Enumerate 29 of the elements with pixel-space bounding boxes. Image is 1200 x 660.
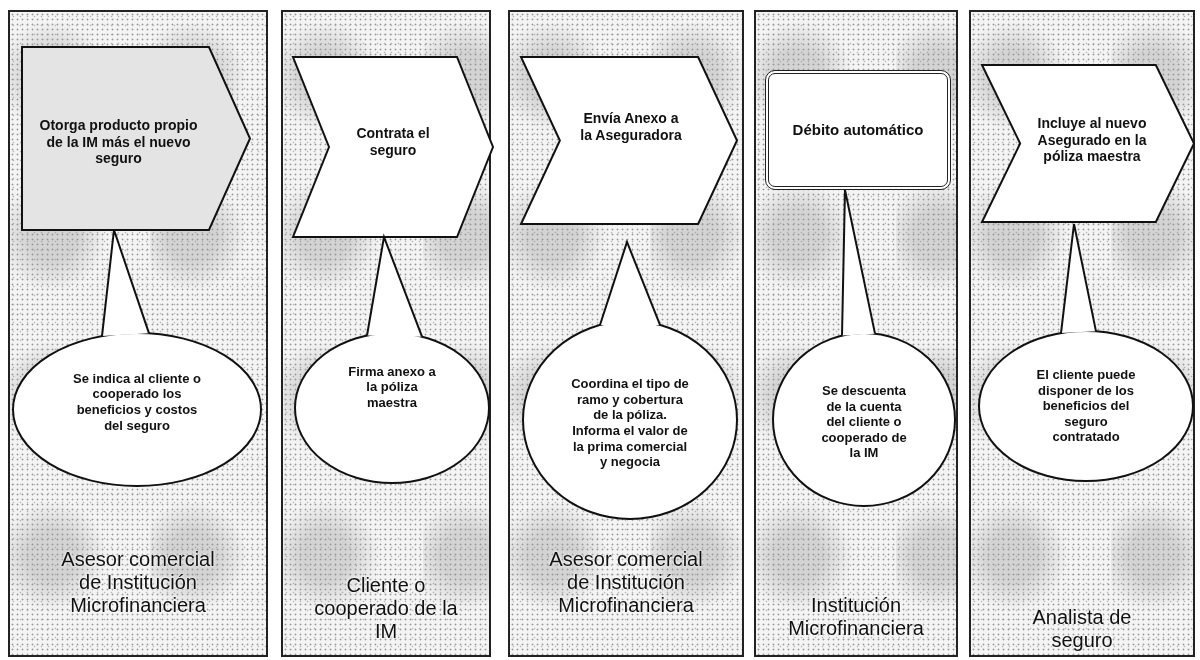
step-text: Contrata el seguro xyxy=(355,124,431,160)
step-text: Firma anexo a la póliza maestra xyxy=(347,362,437,412)
step-text: Débito automático xyxy=(792,121,924,139)
swimlane-column xyxy=(8,10,268,657)
step-text: El cliente puede disponer de los beneficios del seguro contratado xyxy=(1035,366,1137,447)
role-label: Cliente o cooperado de la IM xyxy=(313,574,459,643)
step-text: Incluye al nuevo Asegurado en la póliza maestra xyxy=(1036,113,1148,167)
process-step-shape xyxy=(22,47,250,230)
step-text: Se descuenta de la cuenta del cliente o cooperado de la IM xyxy=(820,382,908,463)
process-step-shape xyxy=(293,57,493,237)
step-text: Envía Anexo a la Aseguradora xyxy=(579,109,683,145)
process-step-shape xyxy=(982,65,1194,222)
swimlane-column xyxy=(508,10,744,657)
process-step-shape xyxy=(521,57,737,224)
step-text: Otorga producto propio de la IM más el nuevo seguro xyxy=(38,115,199,169)
speech-bubble xyxy=(522,242,738,520)
speech-bubble xyxy=(12,230,262,487)
role-label: Analista de seguro xyxy=(1031,606,1133,652)
step-text: Se indica al cliente o cooperado los beneficios y costos del seguro xyxy=(72,369,202,435)
swimlane-column xyxy=(969,10,1195,657)
role-label: Institución Microfinanciera xyxy=(787,594,925,640)
process-box xyxy=(765,70,951,190)
speech-bubble xyxy=(772,190,956,507)
role-label: Asesor comercial de Institución Microfinanciera xyxy=(60,548,216,617)
role-label: Asesor comercial de Institución Microfinanciera xyxy=(548,548,704,617)
speech-bubble xyxy=(978,224,1194,482)
step-text: Coordina el tipo de ramo y cobertura de la póliza. Informa el valor de la prima comercial y negocia xyxy=(570,375,690,472)
swimlane-column xyxy=(754,10,958,657)
swimlane-column xyxy=(281,10,491,657)
